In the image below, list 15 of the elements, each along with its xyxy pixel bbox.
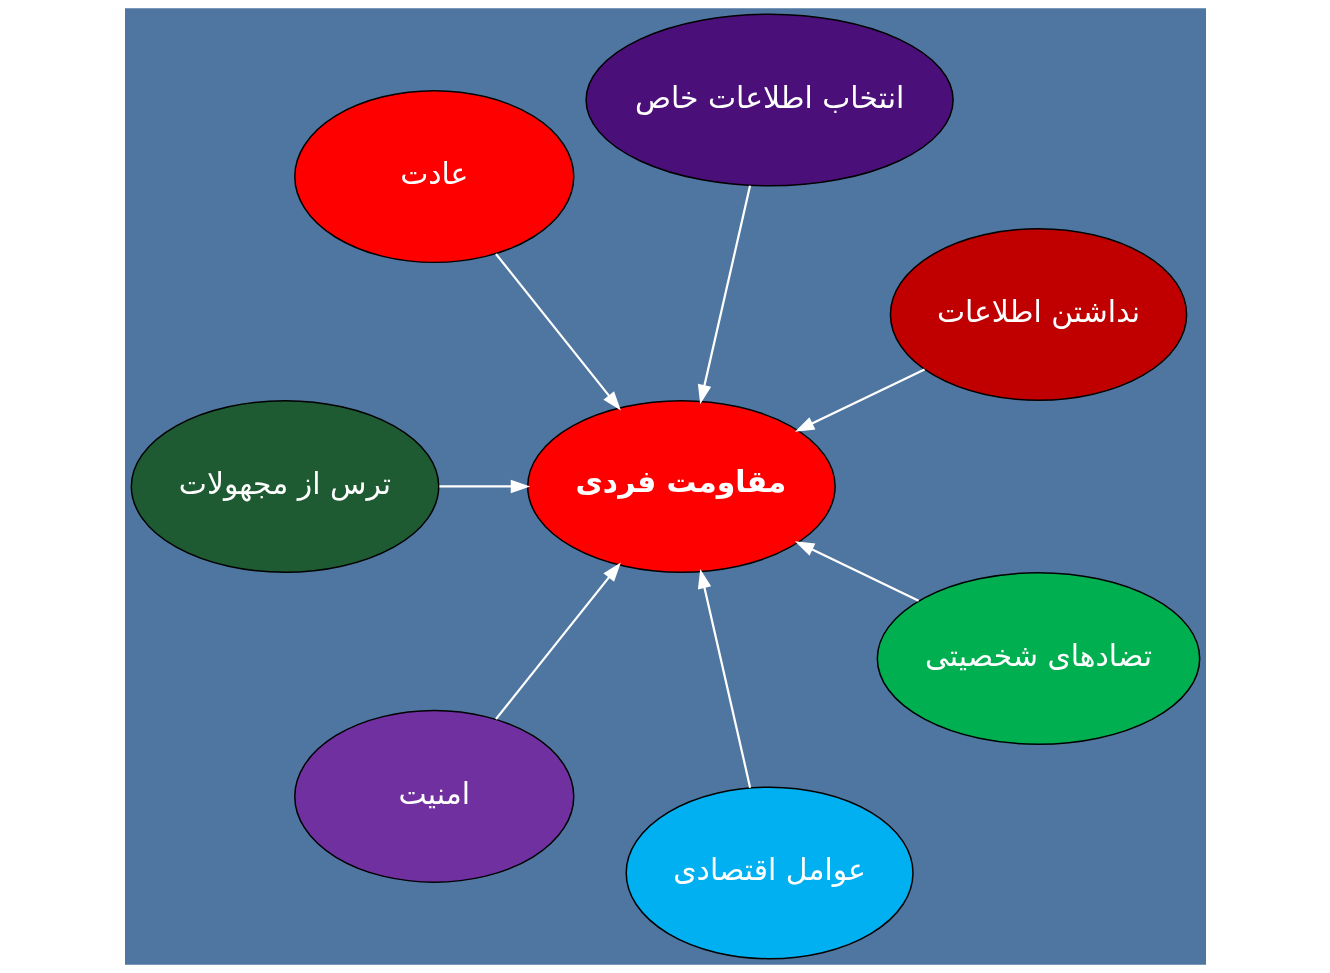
arrow <box>697 185 751 405</box>
node-ellipse: عادت <box>293 90 574 264</box>
arrow <box>494 253 621 411</box>
node-ellipse: عوامل اقتصادی <box>624 786 914 960</box>
node-ellipse: انتخاب اطلاعات خاص <box>584 13 954 187</box>
arrow <box>438 479 530 494</box>
arrow <box>494 562 621 720</box>
node-ellipse: نداشتن اطلاعات <box>889 228 1187 402</box>
node-ellipse: مقاومت فردی <box>526 399 836 573</box>
arrow <box>794 541 919 602</box>
node-ellipse: امنیت <box>293 709 574 883</box>
arrow <box>794 368 925 432</box>
node-ellipse: ترس از مجهولات <box>130 399 439 573</box>
arrow <box>697 568 751 788</box>
node-ellipse: تضادهای شخصیتی <box>876 571 1200 745</box>
